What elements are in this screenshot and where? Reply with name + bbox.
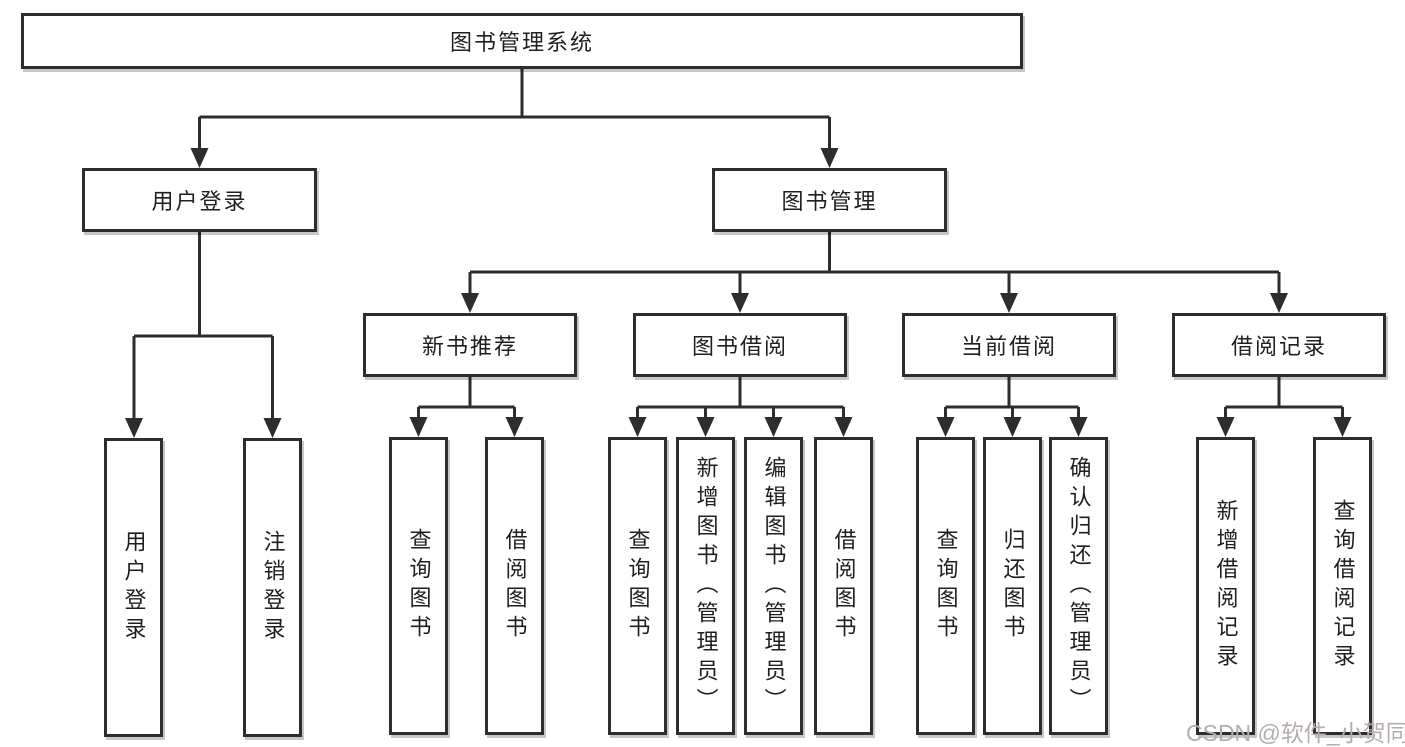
leaf-add-borrow-record: 新增借阅记录	[1196, 437, 1255, 735]
node-book-management: 图书管理	[712, 168, 947, 232]
arrowhead	[696, 417, 715, 437]
node-current-borrowing: 当前借阅	[902, 313, 1116, 377]
node-borrowing-records: 借阅记录	[1172, 313, 1386, 377]
leaf-return-books: 归还图书	[983, 437, 1042, 735]
leaf-label: 新增借阅记录	[1213, 499, 1239, 673]
arrowhead	[1000, 293, 1018, 313]
node-user-login: 用户登录	[82, 168, 317, 232]
leaf-query-books-recommend: 查询图书	[389, 437, 448, 735]
arrowhead	[1270, 293, 1288, 313]
arrowhead	[1216, 417, 1235, 437]
leaf-label: 注销登录	[260, 529, 286, 646]
leaf-query-books-borrowing: 查询图书	[608, 437, 667, 735]
arrowhead	[1003, 417, 1022, 437]
node-book-borrowing: 图书借阅	[633, 313, 847, 377]
arrowhead	[1069, 417, 1088, 437]
arrowhead	[505, 417, 524, 437]
leaf-user-login: 用户登录	[104, 438, 163, 737]
leaf-borrow-books-borrowing: 借阅图书	[814, 437, 873, 735]
leaf-query-borrow-record: 查询借阅记录	[1313, 437, 1372, 735]
leaf-label: 查询图书	[625, 528, 651, 644]
arrowhead	[409, 417, 428, 437]
node-new-book-recommendation: 新书推荐	[363, 313, 577, 377]
arrowhead	[461, 293, 479, 313]
leaf-label: 编辑图书（管理员）	[761, 455, 787, 717]
connector-book-borrowing-to-leaves	[628, 377, 853, 437]
arrowhead	[125, 418, 143, 438]
arrowhead	[1333, 417, 1352, 437]
connector-current-borrowing-to-leaves	[936, 377, 1088, 437]
leaf-label: 查询图书	[406, 528, 432, 644]
leaf-label: 查询借阅记录	[1330, 499, 1356, 673]
leaf-label: 借阅图书	[502, 528, 528, 644]
connector-user-login-to-leaves	[125, 232, 282, 438]
arrowhead	[936, 417, 955, 437]
leaf-label: 归还图书	[1000, 528, 1026, 644]
arrowhead	[764, 417, 783, 437]
arrowhead	[834, 417, 853, 437]
leaf-label: 确认归还（管理员）	[1066, 455, 1092, 717]
leaf-label: 借阅图书	[831, 528, 857, 644]
leaf-edit-books-admin: 编辑图书（管理员）	[744, 437, 803, 735]
watermark: CSDN @软件_小贺同学	[1186, 720, 1405, 746]
arrowhead	[731, 293, 749, 313]
node-library-system: 图书管理系统	[21, 13, 1023, 69]
connector-borrowing-records-to-leaves	[1216, 377, 1352, 437]
arrowhead	[190, 148, 209, 168]
leaf-query-books-current: 查询图书	[916, 437, 975, 735]
leaf-label: 新增图书（管理员）	[693, 455, 719, 717]
arrowhead	[820, 148, 839, 168]
arrowhead	[263, 418, 282, 438]
leaf-confirm-return-admin: 确认归还（管理员）	[1049, 437, 1108, 735]
connector-root-to-level2	[190, 69, 839, 168]
leaf-borrow-books-recommend: 借阅图书	[485, 437, 544, 735]
leaf-logout: 注销登录	[243, 438, 302, 737]
leaf-label: 查询图书	[933, 528, 959, 644]
leaf-label: 用户登录	[121, 529, 147, 646]
connector-new-book-recommendation-to-leaves	[409, 377, 524, 437]
arrowhead	[628, 417, 647, 437]
leaf-add-books-admin: 新增图书（管理员）	[676, 437, 735, 735]
connector-book-management-to-level3	[461, 232, 1288, 313]
